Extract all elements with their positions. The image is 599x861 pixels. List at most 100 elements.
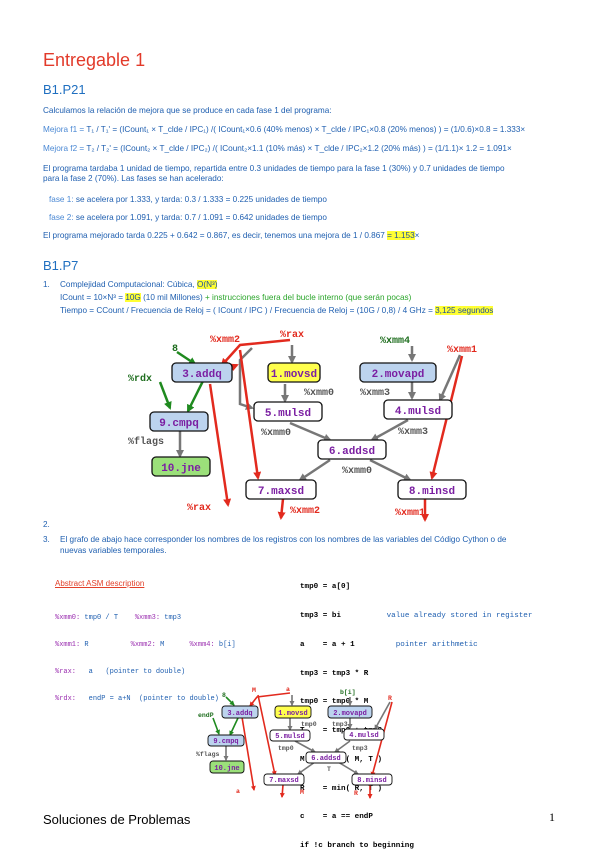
label-tmp3-a: tmp3 — [332, 721, 348, 728]
graph1-nodes: 3.addq 1.movsd 2.movapd 5.mulsd 4.mulsd … — [149, 362, 467, 500]
node-maxsd — [245, 479, 317, 500]
edge-8-addq — [176, 350, 197, 366]
edge-rdx-cmpq — [158, 381, 172, 410]
edge-mulsd4-addsd — [334, 740, 351, 753]
tiempo-text: Tiempo = CCount / Frecuencia de Reloj = … — [60, 306, 436, 315]
node-maxsd — [263, 773, 305, 786]
reg-value: M — [160, 641, 165, 649]
heading-b1p21: B1.P21 — [43, 82, 86, 97]
node-jne — [151, 456, 211, 477]
complexity-text: Complejidad Computacional: Cúbica, — [60, 280, 197, 289]
label-rdx: %rdx — [128, 373, 152, 385]
node-movsd-label: 1.movsd — [271, 369, 317, 381]
mejora-f2-prefix: Mejora f2 = — [43, 144, 85, 153]
edge-xmm1-mulsd4 — [438, 354, 462, 402]
node-mulsd4 — [343, 728, 385, 741]
abstract-row: %rax: a (pointer to double) — [55, 668, 236, 677]
label-rax-bottom: %rax — [187, 503, 211, 514]
edge-addsd-maxsd — [297, 761, 316, 775]
item-1-line-c: Tiempo = CCount / Frecuencia de Reloj = … — [60, 306, 494, 316]
node-addq-label: 3.addq — [182, 369, 222, 381]
node-mulsd5 — [269, 729, 311, 742]
edge-xmm2-maxsd — [238, 349, 262, 480]
heading-b1p7: B1.P7 — [43, 258, 79, 273]
icount-mid: (10 mil Millones) — [140, 293, 205, 302]
mejora-f2: Mejora f2 = T₂ / T₂' = (ICount₂ × T_clde… — [43, 144, 512, 154]
item-3-line-2: nuevas variables temporales. — [60, 546, 167, 555]
label-xmm3-a: %xmm3 — [360, 388, 390, 399]
node-maxsd-label: 7.maxsd — [258, 486, 304, 498]
item-2-number: 2. — [43, 520, 50, 529]
node-addq-label: 3.addq — [227, 710, 252, 718]
label-R-top: R — [388, 695, 392, 702]
icount-note: + instrucciones fuera del bucle interno … — [204, 293, 412, 302]
node-maxsd-label: 7.maxsd — [269, 777, 298, 785]
node-addsd — [317, 439, 387, 460]
reg-value: b[i] — [218, 641, 236, 649]
node-jne-label: 10.jne — [214, 765, 239, 773]
edge-mulsd4-addsd — [370, 418, 409, 442]
reg-value: tmp3 — [164, 614, 182, 622]
node-jne — [209, 760, 245, 774]
reg-name: %xmm4: — [189, 641, 215, 649]
reg-name: %xmm2: — [130, 641, 156, 649]
label-tmp0-b: tmp0 — [278, 745, 294, 752]
node-movapd — [359, 362, 437, 383]
graph1-edges — [158, 338, 464, 522]
node-minsd — [351, 773, 393, 786]
abstract-row: %rdx: endP = a+N (pointer to double) — [55, 695, 236, 704]
fase-2-body: se acelera por 1.091, y tarda: 0.7 / 1.0… — [73, 213, 327, 222]
edge-maxsd-out — [279, 784, 285, 798]
label-xmm1-top: %xmm1 — [447, 345, 477, 356]
label-endp: endP — [198, 712, 214, 719]
label-xmm2-top: %xmm2 — [210, 335, 240, 346]
node-cmpq — [207, 734, 245, 747]
node-movapd — [327, 705, 373, 719]
graph2-edges — [212, 692, 393, 799]
complexity-highlight: O(N³) — [197, 280, 218, 289]
node-cmpq-label: 9.cmpq — [213, 738, 238, 746]
code-line: a = a + 1 pointer arithmetic — [300, 641, 532, 651]
icount-text: ICount = 10×N³ = — [60, 293, 126, 302]
label-8: 8 — [222, 692, 226, 699]
edge-mulsd5-addsd — [294, 740, 316, 753]
item-1-line-a: Complejidad Computacional: Cúbica, O(N³) — [60, 280, 218, 290]
label-8: 8 — [172, 344, 178, 355]
edge-rax-to-addq — [220, 338, 291, 367]
item-1-line-b: ICount = 10×N³ = 10G (10 mil Millones) +… — [60, 293, 411, 303]
edge-addq-rax-out — [208, 383, 232, 507]
node-minsd-label: 8.minsd — [409, 486, 455, 498]
label-flags: %flags — [128, 436, 164, 448]
code-line: if !c branch to beginning — [300, 842, 532, 852]
reg-value: tmp0 / T — [84, 614, 119, 622]
edge-addsd-maxsd — [298, 458, 331, 482]
reg-value: a — [88, 668, 93, 676]
reg-name: %rax: — [55, 668, 77, 676]
result-highlight: = 1.153 — [387, 231, 415, 240]
node-minsd — [397, 479, 467, 500]
label-a-top: a — [286, 686, 290, 693]
label-bi: b[i] — [340, 689, 356, 696]
result-line: El programa mejorado tarda 0.225 + 0.642… — [43, 231, 419, 241]
fase-1-prefix: fase 1: — [49, 195, 74, 204]
label-T: T — [327, 766, 331, 773]
abstract-title: Abstract ASM description — [55, 579, 145, 588]
label-xmm3-b: %xmm3 — [398, 427, 428, 438]
graph1-labels: %xmm2 %rax %xmm4 %xmm1 8 %rdx %xmm0 %xmm… — [128, 330, 477, 519]
node-minsd-label: 8.minsd — [357, 777, 386, 785]
reg-name: %xmm1: — [55, 641, 81, 649]
code-text: if !c branch to beginning — [300, 842, 414, 851]
code-line: tmp0 = a[0] — [300, 583, 532, 593]
graph2-labels: 8 M a b[i] R endP tmp0 tmp3 tmp0 tmp3 %f… — [196, 686, 392, 797]
edge-addsd-minsd — [369, 458, 412, 482]
edge-M-maxsd — [257, 694, 277, 776]
code-comment: value already stored in register — [386, 611, 533, 620]
reg-note: (pointer to double) — [105, 668, 186, 676]
b1p21-intro: Calculamos la relación de mejora que se … — [43, 106, 332, 115]
node-movapd-label: 2.movapd — [333, 710, 367, 718]
node-mulsd5-label: 5.mulsd — [275, 733, 304, 741]
node-movsd — [274, 705, 312, 719]
edge-addsd-minsd — [337, 761, 359, 775]
label-xmm2-bottom: %xmm2 — [290, 506, 320, 517]
